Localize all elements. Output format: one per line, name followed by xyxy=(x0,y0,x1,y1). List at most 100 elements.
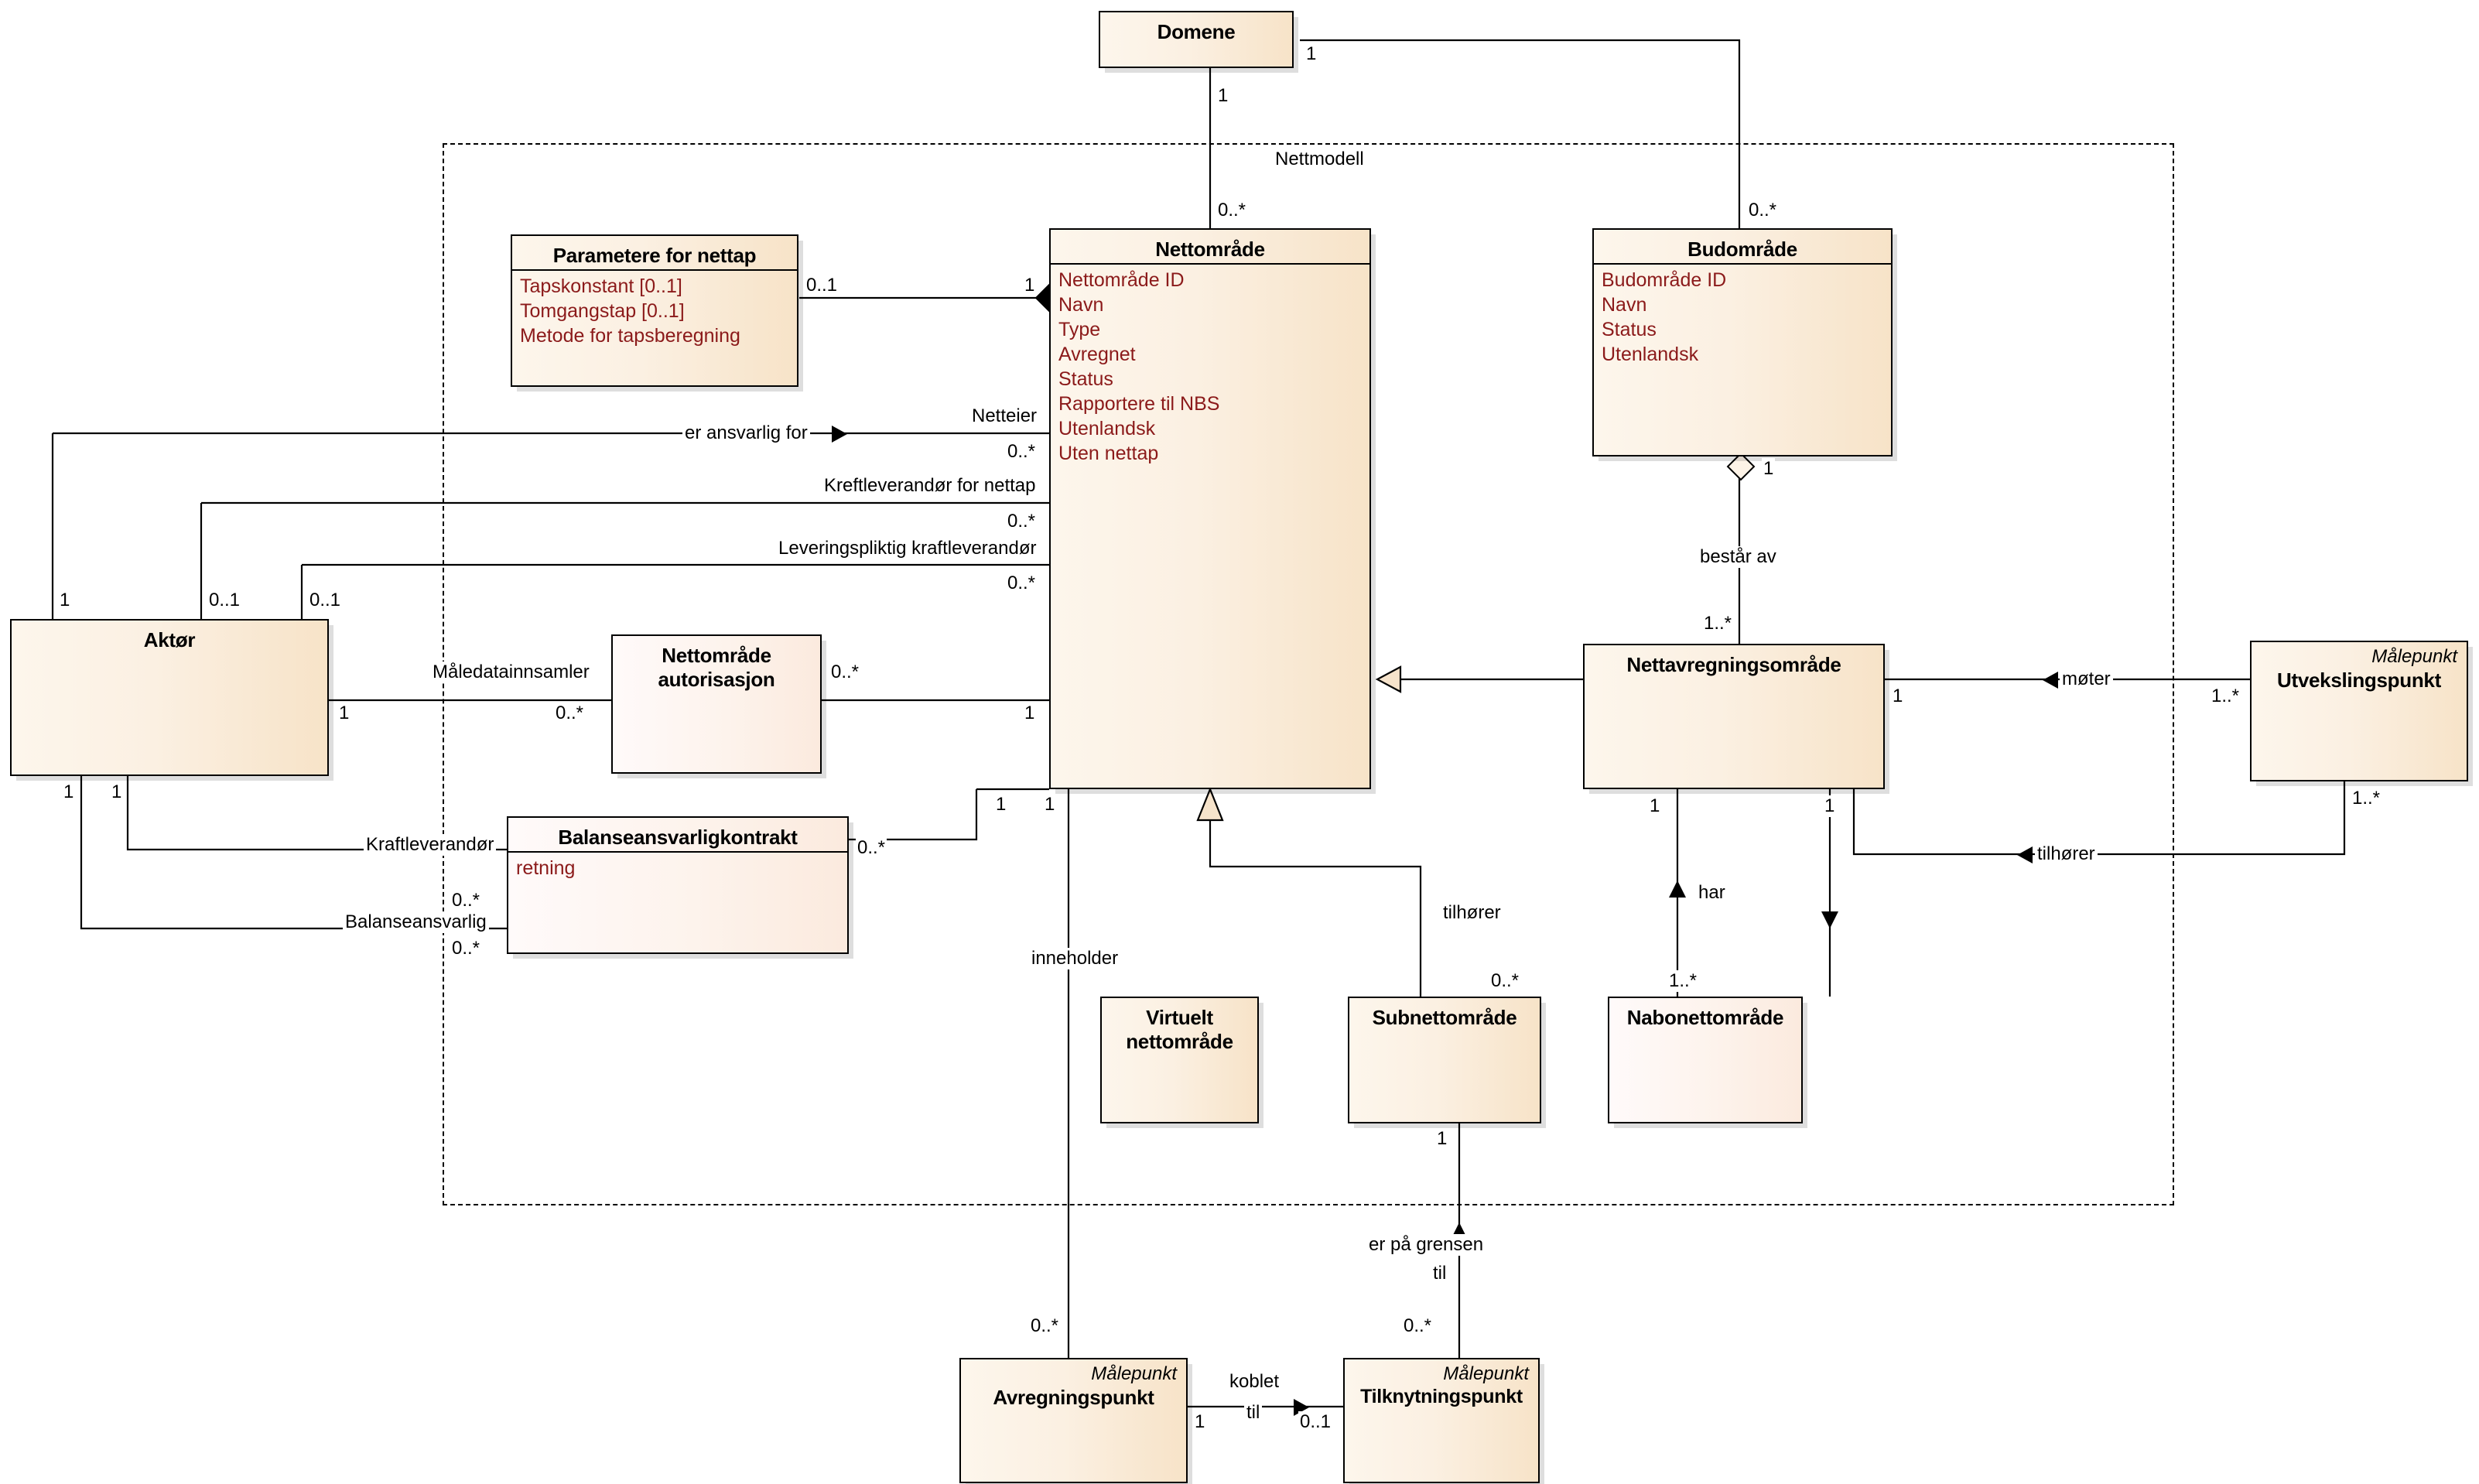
class-nettomrade-autorisasjon[interactable]: Nettområde autorisasjon xyxy=(611,634,822,774)
attribute-item: Tapskonstant [0..1] xyxy=(520,275,682,297)
class-balanseansvarligkontrakt-title: Balanseansvarligkontrakt xyxy=(558,826,798,849)
multiplicity-utvekslingspunkt-left: 1..* xyxy=(2210,686,2241,707)
label-tilhorer-subnett: tilhører xyxy=(1441,902,1503,924)
multiplicity-nettavregning-right: 1 xyxy=(1891,686,1905,707)
attribute-item: Rapportere til NBS xyxy=(1058,392,1220,415)
multiplicity-leveringspliktig: 0..* xyxy=(1006,573,1038,594)
class-title-line2: nettområde xyxy=(1126,1029,1233,1053)
class-avregningspunkt-stereotype: Målepunkt xyxy=(1091,1363,1177,1384)
class-budomrade-attributes: Budområde ID Navn Status Utenlandsk xyxy=(1594,262,1891,367)
multiplicity-aktor-top-2: 0..1 xyxy=(207,590,242,611)
attribute-item: Uten nettap xyxy=(1058,442,1159,464)
multiplicity-balanse-balanseansvarlig: 0..* xyxy=(450,938,482,959)
class-parametere-title: Parametere for nettap xyxy=(552,244,757,267)
multiplicity-nettavregning-bottom-1: 1 xyxy=(1648,795,1662,817)
multiplicity-nabonettomrade-top: 1..* xyxy=(1667,970,1699,992)
multiplicity-nettomrade-left-balanse: 1 xyxy=(994,794,1008,816)
multiplicity-avregningspunkt-top: 0..* xyxy=(1029,1315,1061,1337)
class-budomrade-title: Budområde xyxy=(1687,238,1797,261)
multiplicity-aktor-top-1: 1 xyxy=(58,590,72,611)
arrowhead-tilhorer-subnett xyxy=(1669,880,1686,898)
multiplicity-nettavregning-bottom-2: 1 xyxy=(1823,795,1837,817)
class-virtuelt-nettomrade-title: Virtuelt nettområde xyxy=(1102,998,1257,1053)
class-nettomrade-attributes: Nettområde ID Navn Type Avregnet Status … xyxy=(1051,262,1369,466)
class-aktor[interactable]: Aktør xyxy=(10,619,329,776)
label-maledatainnsamler: Måledatainnsamler xyxy=(430,662,592,683)
class-balanseansvarligkontrakt[interactable]: Balanseansvarligkontrakt retning xyxy=(507,816,849,954)
class-virtuelt-nettomrade[interactable]: Virtuelt nettområde xyxy=(1100,997,1259,1123)
attribute-item: Utenlandsk xyxy=(1058,417,1156,439)
class-parametere-for-nettap[interactable]: Parametere for nettap Tapskonstant [0..1… xyxy=(511,234,798,387)
multiplicity-nettomrade-top: 0..* xyxy=(1216,200,1248,221)
attribute-item: Type xyxy=(1058,318,1101,340)
class-domene[interactable]: Domene xyxy=(1099,11,1294,68)
attribute-item: Metode for tapsberegning xyxy=(520,324,740,347)
label-balanseansvarlig: Balanseansvarlig xyxy=(343,911,489,933)
label-er-pa-grensen-til: til xyxy=(1431,1263,1449,1284)
class-tilknytningspunkt-title: Tilknytningspunkt xyxy=(1360,1386,1523,1408)
attribute-item: Tomgangstap [0..1] xyxy=(520,299,685,322)
label-kraftleverandor-for-nettap: Kreftleverandør for nettap xyxy=(822,475,1038,497)
attribute-item: Budområde ID xyxy=(1602,268,1727,291)
class-parametere-attributes: Tapskonstant [0..1] Tomgangstap [0..1] M… xyxy=(512,268,797,348)
class-subnettomrade[interactable]: Subnettområde xyxy=(1348,997,1541,1123)
multiplicity-kraftleverandor-nettap: 0..* xyxy=(1006,511,1038,532)
multiplicity-parametere-right: 0..1 xyxy=(805,275,839,296)
multiplicity-aktor-right: 1 xyxy=(337,703,351,724)
label-bestar-av: består av xyxy=(1698,546,1779,568)
multiplicity-balanse-right: 0..* xyxy=(856,837,887,859)
class-budomrade[interactable]: Budområde Budområde ID Navn Status Utenl… xyxy=(1592,228,1893,456)
multiplicity-domene-bottom: 1 xyxy=(1216,85,1230,107)
label-tilhorer-utveksling: tilhører xyxy=(2035,843,2098,865)
label-kraftleverandor: Kraftleverandør xyxy=(364,834,497,856)
multiplicity-tilknytningspunkt-top: 0..* xyxy=(1402,1315,1434,1337)
label-moter: møter xyxy=(2060,668,2113,690)
label-har: har xyxy=(1696,882,1728,904)
multiplicity-nettomrade-left-autorisasjon: 1 xyxy=(1023,703,1037,724)
multiplicity-balanse-kraftleverandor: 0..* xyxy=(450,890,482,911)
class-utvekslingspunkt-title: Utvekslingspunkt xyxy=(2277,668,2441,692)
class-nabonettomrade[interactable]: Nabonettområde xyxy=(1608,997,1803,1123)
multiplicity-utvekslingspunkt-bottom: 1..* xyxy=(2351,788,2382,809)
label-koblet-til: til xyxy=(1244,1402,1263,1424)
multiplicity-autorisasjon-left: 0..* xyxy=(554,703,586,724)
multiplicity-budomrade-top: 0..* xyxy=(1747,200,1779,221)
class-tilknytningspunkt-stereotype: Målepunkt xyxy=(1443,1363,1529,1384)
attribute-item: Navn xyxy=(1602,293,1647,316)
attribute-item: retning xyxy=(516,857,576,879)
class-nettavregningsomrade-title: Nettavregningsområde xyxy=(1626,653,1841,676)
class-tilknytningspunkt[interactable]: Målepunkt Tilknytningspunkt xyxy=(1343,1358,1540,1483)
class-nettomrade[interactable]: Nettområde Nettområde ID Navn Type Avreg… xyxy=(1049,228,1371,789)
class-nabonettomrade-title: Nabonettområde xyxy=(1626,1006,1784,1029)
multiplicity-nettomrade-bottom: 1 xyxy=(1043,794,1057,816)
multiplicity-aktor-top-3: 0..1 xyxy=(308,590,343,611)
class-aktor-title: Aktør xyxy=(143,628,196,651)
arrowhead-moter xyxy=(2043,672,2058,689)
arrowhead-tilhorer-utvekslingspunkt xyxy=(2017,846,2033,863)
class-utvekslingspunkt-stereotype: Målepunkt xyxy=(2371,646,2457,667)
class-avregningspunkt[interactable]: Målepunkt Avregningspunkt xyxy=(959,1358,1188,1483)
class-nettomrade-autorisasjon-title: Nettområde autorisasjon xyxy=(613,636,820,691)
class-balanseansvarligkontrakt-attributes: retning xyxy=(508,850,847,880)
class-title-line1: Nettområde xyxy=(662,644,771,667)
arrowhead-har-nabonett xyxy=(1821,911,1838,928)
multiplicity-budomrade-bottom: 1 xyxy=(1762,458,1776,480)
label-er-pa-grensen: er på grensen xyxy=(1366,1234,1486,1256)
multiplicity-netteier: 0..* xyxy=(1006,441,1038,463)
multiplicity-subnettomrade-top: 0..* xyxy=(1489,970,1521,992)
class-title-line2: autorisasjon xyxy=(658,667,775,691)
multiplicity-domene-right: 1 xyxy=(1304,43,1318,65)
label-leveringspliktig-kraftleverandor: Leveringspliktig kraftleverandør xyxy=(776,538,1039,559)
class-nettavregningsomrade[interactable]: Nettavregningsområde xyxy=(1583,644,1885,789)
class-domene-title: Domene xyxy=(1157,20,1236,43)
class-nettomrade-title: Nettområde xyxy=(1155,238,1265,261)
attribute-item: Status xyxy=(1602,318,1657,340)
class-avregningspunkt-title: Avregningspunkt xyxy=(993,1386,1154,1410)
label-koblet: koblet xyxy=(1227,1371,1282,1393)
class-utvekslingspunkt[interactable]: Målepunkt Utvekslingspunkt xyxy=(2250,641,2468,781)
attribute-item: Utenlandsk xyxy=(1602,343,1699,365)
class-title-line1: Virtuelt xyxy=(1146,1006,1213,1029)
multiplicity-aktor-bottom-2: 1 xyxy=(110,781,124,803)
label-nettmodell: Nettmodell xyxy=(1273,149,1366,170)
label-inneholder: inneholder xyxy=(1029,948,1121,969)
